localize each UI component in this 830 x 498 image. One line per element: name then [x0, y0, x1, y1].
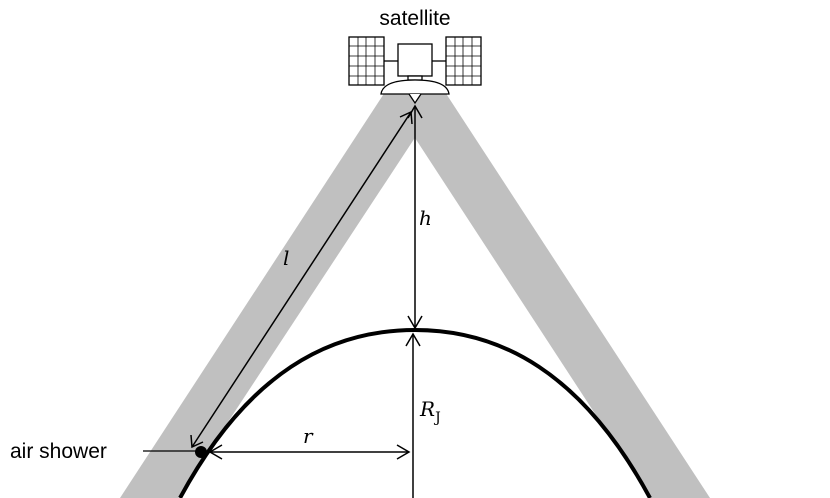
horizontal-distance-label: r [303, 424, 314, 448]
radius-label-main: R [419, 397, 435, 421]
right-beam [385, 92, 710, 498]
radius-label: RJ [419, 397, 441, 426]
radius-label-subscript: J [433, 410, 441, 426]
air-shower-label: air shower [10, 440, 107, 463]
satellite-icon [348, 36, 482, 105]
field-of-view-beams [120, 92, 710, 498]
planet-surface-arc [178, 327, 652, 498]
slant-distance-label: l [283, 246, 289, 270]
radius-line [405, 332, 421, 498]
air-shower-point [195, 446, 207, 458]
left-beam [120, 92, 445, 498]
slant-distance-arrow [190, 110, 413, 449]
horizontal-distance-arrow [208, 444, 411, 460]
satellite-label: satellite [379, 7, 450, 30]
altitude-label: h [419, 206, 432, 230]
